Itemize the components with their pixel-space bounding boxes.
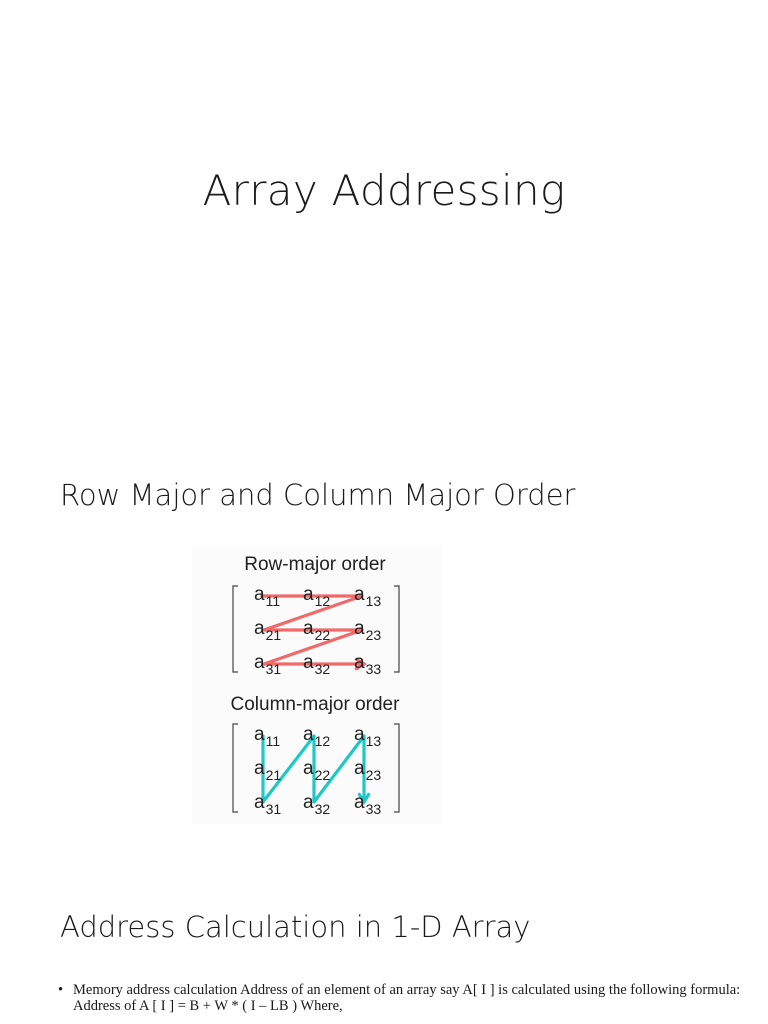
column-matrix-right-bracket: [394, 723, 400, 813]
element-letter: a: [354, 724, 365, 745]
row-major-path-arrowhead: [354, 657, 368, 671]
column-major-element-13: a13: [354, 724, 381, 749]
row-major-path: [260, 594, 368, 671]
element-subscript: 23: [366, 767, 382, 783]
element-letter: a: [254, 618, 265, 639]
element-letter: a: [354, 652, 365, 673]
bullet-description: Memory address calculation Address of an…: [73, 982, 741, 998]
element-letter: a: [254, 652, 265, 673]
row-major-element-23: a23: [354, 618, 381, 643]
element-letter: a: [254, 724, 265, 745]
element-letter: a: [354, 792, 365, 813]
element-letter: a: [303, 652, 314, 673]
element-letter: a: [354, 758, 365, 779]
address-calculation-heading: Address Calculation in 1-D Array: [60, 910, 531, 944]
element-subscript: 11: [266, 733, 281, 749]
element-letter: a: [303, 618, 314, 639]
row-column-major-heading: Row Major and Column Major Order: [60, 478, 576, 512]
row-major-element-11: a11: [254, 584, 280, 609]
element-subscript: 12: [315, 593, 331, 609]
element-subscript: 22: [315, 767, 331, 783]
column-major-element-31: a31: [254, 792, 281, 817]
element-subscript: 21: [266, 627, 282, 643]
element-letter: a: [303, 584, 314, 605]
column-major-path-arrowhead: [357, 792, 371, 806]
element-subscript: 12: [315, 733, 331, 749]
element-subscript: 23: [366, 627, 382, 643]
element-subscript: 22: [315, 627, 331, 643]
element-subscript: 33: [366, 661, 382, 677]
row-major-element-13: a13: [354, 584, 381, 609]
element-letter: a: [303, 758, 314, 779]
column-major-element-21: a21: [254, 758, 281, 783]
element-subscript: 13: [366, 593, 382, 609]
element-letter: a: [254, 758, 265, 779]
element-subscript: 31: [266, 801, 282, 817]
bullet-formula: Address of A [ I ] = B + W * ( I – LB ) …: [73, 998, 343, 1014]
bullet-list: • Memory address calculation Address of …: [58, 982, 748, 1014]
element-subscript: 21: [266, 767, 282, 783]
element-letter: a: [254, 584, 265, 605]
element-letter: a: [254, 792, 265, 813]
column-major-path: [261, 734, 371, 806]
bullet-marker: •: [58, 982, 64, 998]
row-matrix-left-bracket: [232, 585, 238, 673]
row-matrix-right-bracket: [394, 585, 400, 673]
row-major-element-12: a12: [303, 584, 330, 609]
column-matrix-left-bracket: [232, 723, 238, 813]
row-major-caption: Row-major order: [244, 554, 386, 575]
row-major-element-21: a21: [254, 618, 281, 643]
column-major-element-22: a22: [303, 758, 330, 783]
element-letter: a: [354, 584, 365, 605]
bullet-text: Memory address calculation Address of an…: [73, 982, 748, 1014]
element-subscript: 31: [266, 661, 282, 677]
column-major-path-line: [261, 734, 366, 804]
column-major-element-33: a33: [354, 792, 381, 817]
element-subscript: 32: [315, 661, 331, 677]
element-letter: a: [303, 724, 314, 745]
element-subscript: 32: [315, 801, 331, 817]
element-subscript: 11: [266, 593, 281, 609]
element-letter: a: [303, 792, 314, 813]
row-major-element-32: a32: [303, 652, 330, 677]
column-major-element-23: a23: [354, 758, 381, 783]
column-major-element-11: a11: [254, 724, 280, 749]
row-major-element-33: a33: [354, 652, 381, 677]
row-major-element-31: a31: [254, 652, 281, 677]
slide-title: Array Addressing: [202, 166, 566, 215]
element-subscript: 33: [366, 801, 382, 817]
column-major-element-12: a12: [303, 724, 330, 749]
bullet-item: • Memory address calculation Address of …: [58, 982, 748, 1014]
element-subscript: 13: [366, 733, 382, 749]
element-letter: a: [354, 618, 365, 639]
column-major-element-32: a32: [303, 792, 330, 817]
row-major-element-22: a22: [303, 618, 330, 643]
row-major-path-line: [260, 594, 366, 666]
column-major-caption: Column-major order: [231, 694, 401, 715]
